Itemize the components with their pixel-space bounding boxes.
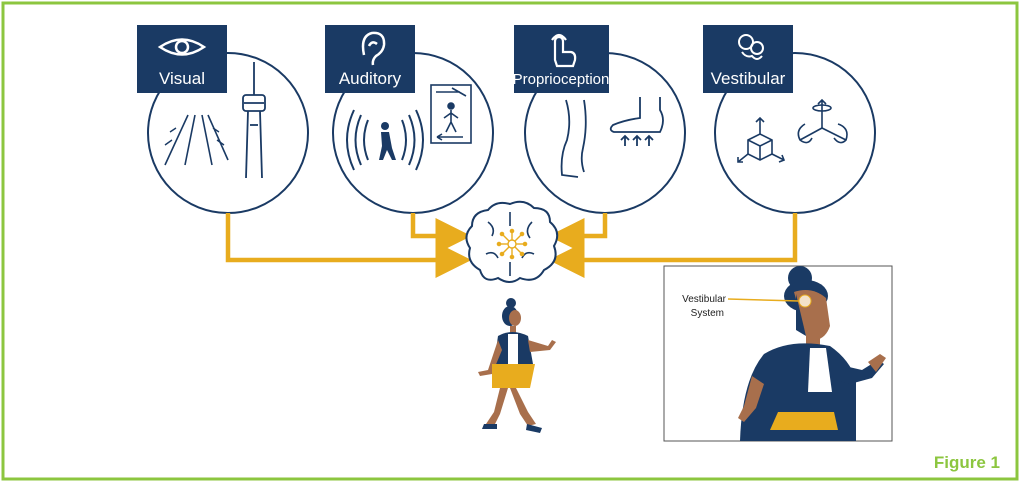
- leg-icon: [560, 99, 587, 178]
- vestibular-label: Vestibular: [711, 69, 786, 88]
- rotation-axes-icon: [797, 98, 848, 144]
- sense-proprioception: Proprioception: [513, 25, 686, 214]
- neural-network-icon: [496, 228, 528, 260]
- auditory-label-box: [325, 25, 415, 93]
- walking-woman-illustration: [478, 298, 556, 433]
- walking-person-icon: [379, 122, 396, 160]
- finger-touch-icon: [551, 33, 577, 68]
- inset-label-line2: System: [691, 308, 724, 319]
- arrow-auditory: [410, 213, 472, 254]
- road-icon: [164, 114, 229, 166]
- sound-waves-icon: [346, 109, 424, 171]
- proprioception-label: Proprioception: [513, 71, 610, 88]
- figure-label: Figure 1: [934, 453, 1000, 472]
- crossing-sign-icon: [430, 84, 472, 144]
- brain-icon: [465, 200, 559, 283]
- ear-icon: [361, 31, 386, 66]
- visual-label: Visual: [159, 69, 205, 88]
- inset-panel: Vestibular System: [663, 265, 893, 442]
- vestibular-label-box: [703, 25, 793, 93]
- eye-icon: [157, 38, 207, 56]
- arrow-visual: [225, 213, 472, 278]
- arrow-vestibular: [548, 213, 798, 278]
- inner-ear-icon: [738, 34, 764, 60]
- inset-label-line1: Vestibular: [682, 294, 727, 305]
- sense-vestibular: Vestibular: [703, 25, 876, 214]
- foot-icon: [609, 97, 664, 146]
- inset-pointer-line: [727, 298, 800, 302]
- signal-arrows: [225, 213, 798, 278]
- sense-auditory: Auditory: [325, 25, 494, 214]
- inset-ear-marker: [798, 294, 812, 308]
- sense-visual: Visual: [137, 25, 309, 214]
- visual-label-box: [137, 25, 227, 93]
- inset-woman-illustration: [738, 266, 886, 441]
- auditory-label: Auditory: [339, 69, 402, 88]
- cube-axes-icon: [737, 116, 786, 163]
- arrow-proprioception: [548, 213, 608, 254]
- cn-tower-icon: [242, 62, 266, 179]
